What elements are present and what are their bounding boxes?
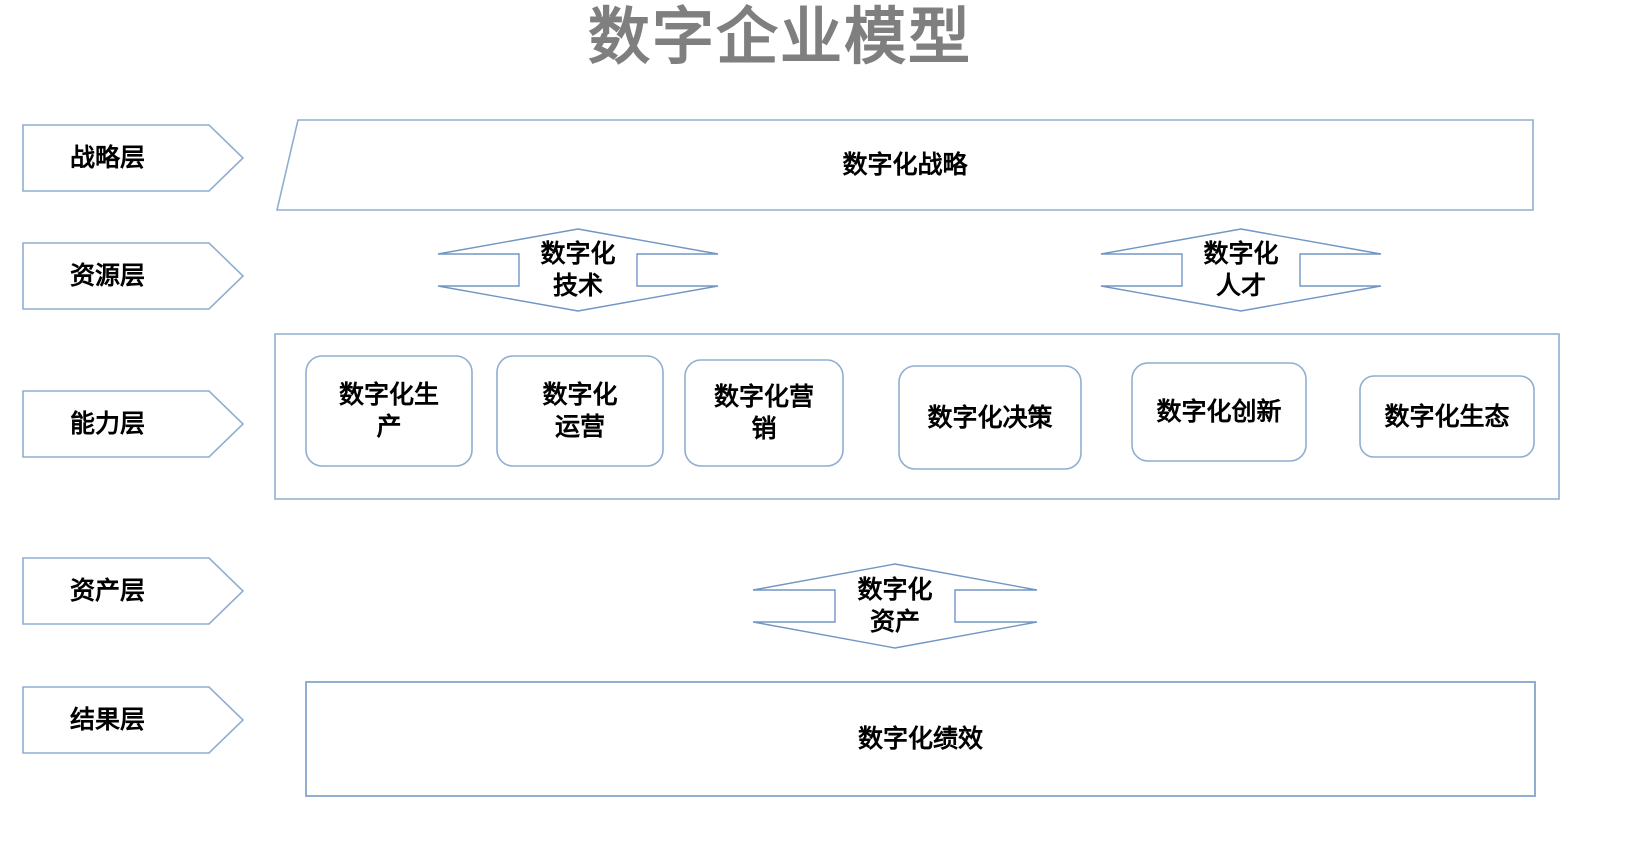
capability-box-operation[interactable]: 数字化 运营 [496, 355, 664, 467]
asset-item-assets[interactable]: 数字化 资产 [752, 563, 1038, 649]
layer-tag-strategy[interactable]: 战略层 [22, 124, 244, 192]
rectangle-shape-icon [305, 681, 1536, 797]
trapezoid-shape-icon [276, 119, 1534, 211]
pentagon-arrow-icon [22, 242, 244, 310]
capability-box-production[interactable]: 数字化生 产 [305, 355, 473, 467]
layer-tag-asset[interactable]: 资产层 [22, 557, 244, 625]
rounded-rectangle-icon [305, 355, 473, 467]
layer-tag-resource[interactable]: 资源层 [22, 242, 244, 310]
rounded-rectangle-icon [496, 355, 664, 467]
pentagon-arrow-icon [22, 124, 244, 192]
pentagon-arrow-icon [22, 686, 244, 754]
page-title: 数字企业模型 [587, 3, 972, 72]
result-banner[interactable]: 数字化绩效 [305, 681, 1536, 797]
pentagon-arrow-icon [22, 557, 244, 625]
rounded-rectangle-icon [898, 365, 1082, 470]
pentagon-arrow-icon [22, 390, 244, 458]
resource-item-talent[interactable]: 数字化 人才 [1100, 228, 1382, 312]
layer-tag-capability[interactable]: 能力层 [22, 390, 244, 458]
capability-box-marketing[interactable]: 数字化营 销 [684, 359, 844, 467]
strategy-banner[interactable]: 数字化战略 [276, 119, 1534, 211]
rounded-rectangle-icon [684, 359, 844, 467]
capability-box-ecosystem[interactable]: 数字化生态 [1359, 375, 1535, 458]
resource-item-tech[interactable]: 数字化 技术 [437, 228, 719, 312]
vertical-double-arrow-icon [752, 563, 1038, 649]
vertical-double-arrow-icon [1100, 228, 1382, 312]
capability-box-innovation[interactable]: 数字化创新 [1131, 362, 1307, 462]
rounded-rectangle-icon [1131, 362, 1307, 462]
vertical-double-arrow-icon [437, 228, 719, 312]
layer-tag-result[interactable]: 结果层 [22, 686, 244, 754]
capability-box-decision[interactable]: 数字化决策 [898, 365, 1082, 470]
rounded-rectangle-icon [1359, 375, 1535, 458]
